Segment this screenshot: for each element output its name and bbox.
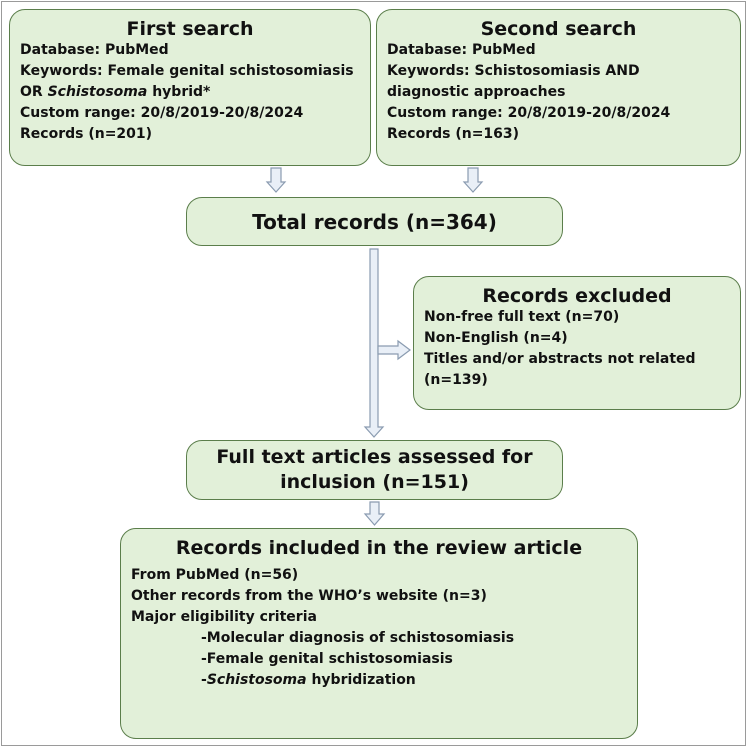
first-search-title: First search bbox=[126, 18, 254, 40]
second-search-keywords-1: Keywords: Schistosomiasis AND bbox=[387, 63, 640, 79]
total-records-box: Total records (n=364) bbox=[186, 197, 563, 246]
first-search-database: Database: PubMed bbox=[20, 42, 169, 58]
criteria-1: -Molecular diagnosis of schistosomiasis bbox=[201, 630, 515, 646]
second-search-database: Database: PubMed bbox=[387, 42, 536, 58]
first-search-box: First search Database: PubMed Keywords: … bbox=[9, 9, 371, 166]
full-text-content: Full text articles assessed for inclusio… bbox=[216, 445, 532, 495]
records-excluded-title: Records excluded bbox=[482, 285, 672, 307]
excluded-line-4: (n=139) bbox=[424, 372, 488, 388]
first-search-keywords-1: Keywords: Female genital schistosomiasis bbox=[20, 63, 354, 79]
arrow-to-excluded bbox=[377, 339, 411, 361]
second-search-box: Second search Database: PubMed Keywords:… bbox=[376, 9, 741, 166]
first-search-keywords-2-pre: OR bbox=[20, 84, 48, 100]
records-included-box: Records included in the review article F… bbox=[120, 528, 638, 739]
full-text-line-2: inclusion (n=151) bbox=[280, 471, 469, 493]
criteria-2: -Female genital schistosomiasis bbox=[201, 651, 453, 667]
first-search-records: Records (n=201) bbox=[20, 126, 153, 142]
included-line-3: Major eligibility criteria bbox=[131, 609, 317, 625]
excluded-line-3: Titles and/or abstracts not related bbox=[424, 351, 696, 367]
first-search-range: Custom range: 20/8/2019-20/8/2024 bbox=[20, 105, 304, 121]
second-search-range: Custom range: 20/8/2019-20/8/2024 bbox=[387, 105, 671, 121]
first-search-keywords-2-italic: Schistosoma bbox=[47, 84, 148, 100]
first-search-keywords-2: OR Schistosoma hybrid* bbox=[20, 82, 360, 103]
excluded-line-2: Non-English (n=4) bbox=[424, 330, 568, 346]
included-line-2: Other records from the WHO’s website (n=… bbox=[131, 588, 487, 604]
records-included-title: Records included in the review article bbox=[175, 537, 583, 559]
full-text-line-1: Full text articles assessed for bbox=[216, 446, 533, 468]
criteria-3-pre: - bbox=[201, 672, 207, 688]
criteria-3-post: hybridization bbox=[306, 672, 416, 688]
total-records-title: Total records (n=364) bbox=[252, 209, 497, 234]
second-search-records: Records (n=163) bbox=[387, 126, 520, 142]
first-search-keywords-2-post: hybrid* bbox=[147, 84, 211, 100]
second-search-title: Second search bbox=[480, 18, 637, 40]
arrow-full-to-included bbox=[363, 501, 386, 526]
excluded-line-1: Non-free full text (n=70) bbox=[424, 309, 620, 325]
arrow-first-to-total bbox=[265, 167, 287, 193]
arrow-total-to-full bbox=[363, 248, 385, 438]
criteria-3: -Schistosoma hybridization bbox=[131, 670, 627, 691]
included-line-1: From PubMed (n=56) bbox=[131, 567, 299, 583]
criteria-3-italic: Schistosoma bbox=[206, 672, 307, 688]
full-text-box: Full text articles assessed for inclusio… bbox=[186, 440, 563, 500]
second-search-keywords-2: diagnostic approaches bbox=[387, 84, 566, 100]
records-excluded-box: Records excluded Non-free full text (n=7… bbox=[413, 276, 741, 410]
arrow-second-to-total bbox=[462, 167, 484, 193]
